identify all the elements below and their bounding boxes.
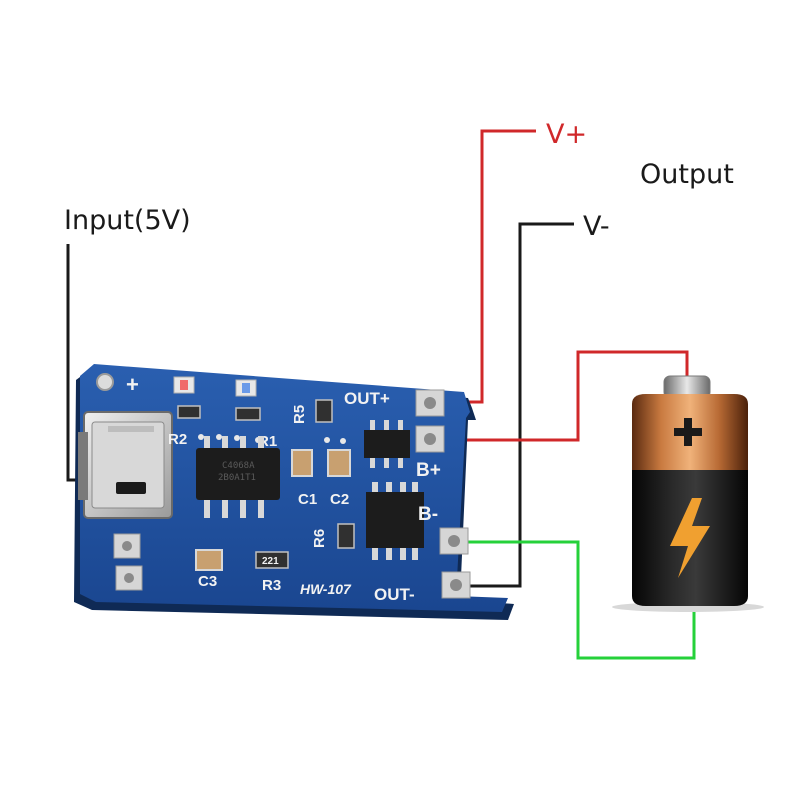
pad-b-plus <box>415 425 445 453</box>
v-plus-label: V+ <box>546 119 587 150</box>
battery-icon <box>612 375 764 612</box>
r3-silk: R3 <box>262 577 281 594</box>
svg-text:221: 221 <box>262 556 279 567</box>
c3-silk: C3 <box>198 573 217 590</box>
pad-out-plus <box>415 389 445 417</box>
capacitor-c1 <box>291 449 313 477</box>
battery-minus-wire <box>456 540 696 660</box>
pad-b-minus <box>439 527 469 555</box>
capacitor-c3 <box>195 549 223 571</box>
chip-marking-1: C4068A <box>222 461 255 471</box>
protection-ic <box>364 420 410 468</box>
r5-silk: R5 <box>291 405 308 424</box>
b-plus-silk: B+ <box>416 460 441 481</box>
charger-ic: C4068A 2B0A1T1 <box>196 436 280 518</box>
r2-silk: R2 <box>168 431 187 448</box>
mosfet-ic <box>366 482 424 560</box>
charger-board: + R2 R1 C4068A 2B0A1T1 R5 <box>74 364 514 620</box>
lightning-icon <box>670 498 710 578</box>
board-model-silk: HW-107 <box>300 581 352 597</box>
input-plus-silk: + <box>126 372 139 397</box>
capacitor-c2 <box>327 449 351 477</box>
micro-usb-port[interactable] <box>78 411 173 519</box>
c2-silk: C2 <box>330 491 349 508</box>
out-minus-wire <box>456 222 574 588</box>
pad-out-minus <box>441 571 471 599</box>
r6-silk: R6 <box>311 529 328 548</box>
output-label: Output <box>640 159 734 190</box>
v-minus-label: V- <box>583 211 610 242</box>
input-label: Input(5V) <box>64 205 191 236</box>
b-minus-silk: B- <box>418 504 438 525</box>
battery-plus-wire <box>432 350 689 442</box>
out-plus-silk: OUT+ <box>344 389 390 408</box>
resistor-r3: 221 <box>255 551 289 569</box>
battery-plus-sign <box>674 418 702 446</box>
pad-in-plus <box>113 533 141 559</box>
c1-silk: C1 <box>298 491 317 508</box>
chip-marking-2: 2B0A1T1 <box>218 473 256 483</box>
pad-in-minus <box>115 565 143 591</box>
out-minus-silk: OUT- <box>374 585 415 604</box>
